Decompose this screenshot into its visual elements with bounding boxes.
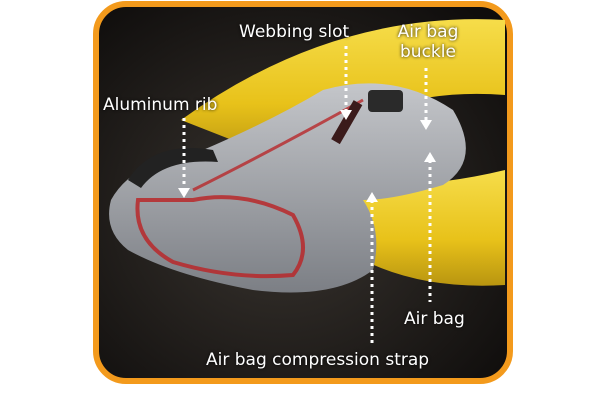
label-aluminum-rib: Aluminum rib [103, 95, 218, 115]
label-air-bag: Air bag [404, 309, 465, 329]
webbing-strap [331, 100, 363, 145]
arrow-webbing-slot [340, 110, 352, 120]
air-bag-buckle [368, 90, 403, 112]
air-bag-body [109, 83, 466, 293]
label-air-bag-buckle-line2: buckle [400, 42, 456, 62]
arrow-air-bag-buckle [420, 120, 432, 130]
label-webbing-slot: Webbing slot [239, 22, 350, 42]
label-air-bag-buckle: Air bag buckle [395, 22, 461, 62]
aluminum-rib [135, 195, 305, 279]
arrow-compression-strap [366, 192, 378, 202]
label-air-bag-buckle-line1: Air bag [397, 22, 459, 42]
label-compression-strap: Air bag compression strap [206, 350, 430, 370]
carry-handle [128, 148, 218, 188]
arrow-aluminum-rib [178, 188, 190, 198]
arrow-air-bag [424, 152, 436, 162]
